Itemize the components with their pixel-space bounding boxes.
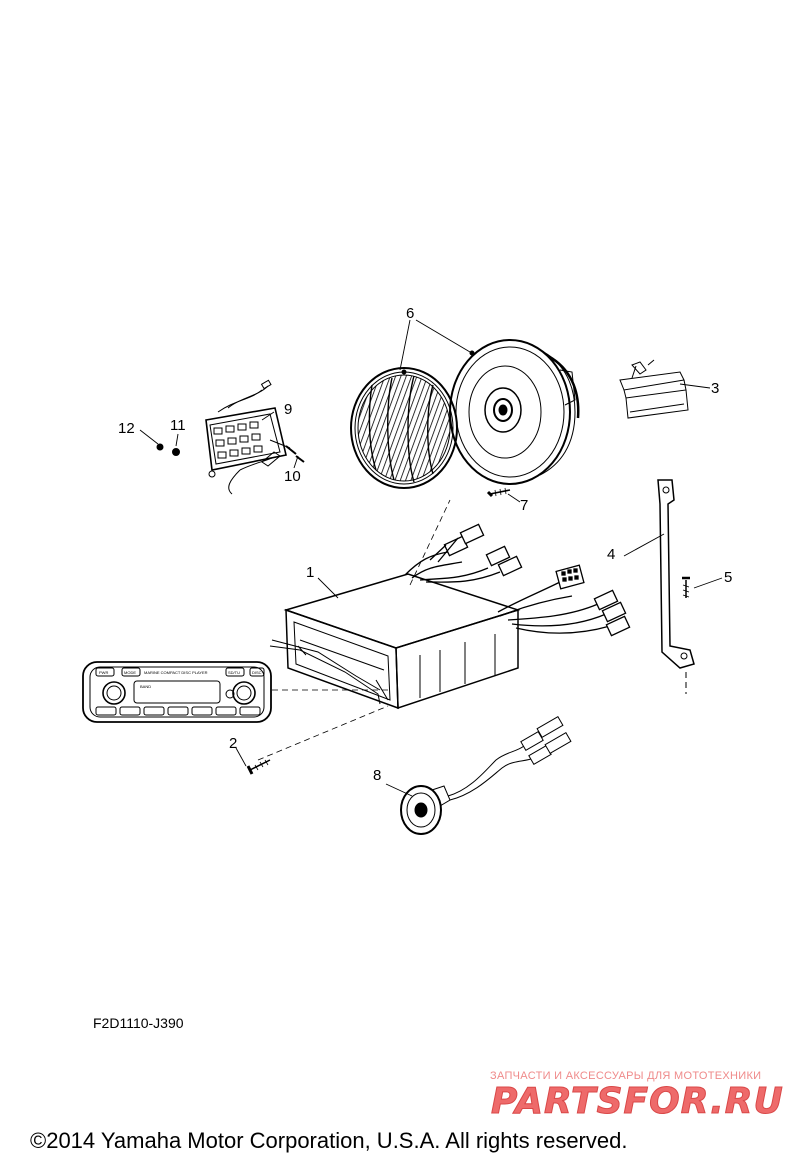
speaker-grille <box>350 367 458 489</box>
button-pwr-label: PWR <box>99 670 108 675</box>
button-disc-label: DISC <box>252 670 262 675</box>
coaxial-speaker <box>449 339 580 485</box>
callout-1: 1 <box>306 564 314 581</box>
screw-7 <box>486 487 511 498</box>
button-sdtu-label: SD/TU <box>228 670 240 675</box>
stay-bracket <box>657 479 695 694</box>
copyright-notice: ©2014 Yamaha Motor Corporation, U.S.A. A… <box>30 1128 628 1153</box>
wire-harness-top <box>404 523 523 583</box>
part-code: F2D1110-J390 <box>93 1015 184 1031</box>
head-unit-faceplate: MARINE COMPACT DISC PLAYER BAND PWR MODE… <box>82 661 272 723</box>
speaker-clip <box>619 359 689 419</box>
callout-3: 3 <box>711 380 719 397</box>
display-text: BAND <box>140 684 151 689</box>
callout-4: 4 <box>607 546 615 563</box>
faceplate-text: MARINE COMPACT DISC PLAYER <box>144 670 208 675</box>
callout-6: 6 <box>406 305 414 322</box>
callout-11: 11 <box>170 417 186 434</box>
leader-lines <box>139 319 723 797</box>
callout-10: 10 <box>284 468 301 485</box>
button-mode-label: MODE <box>124 670 136 675</box>
callout-9: 9 <box>284 401 292 418</box>
screw-2 <box>246 759 271 775</box>
wire-harness-right <box>497 564 631 637</box>
callout-8: 8 <box>373 767 381 784</box>
watermark-tagline: ЗАПЧАСТИ И АКСЕССУАРЫ ДЛЯ МОТОТЕХНИКИ <box>490 1070 762 1082</box>
watermark-logo: PARTSFOR.RU <box>491 1081 784 1123</box>
aux-input-jack <box>400 715 572 835</box>
head-unit-chassis <box>269 573 521 710</box>
callout-7: 7 <box>520 497 528 514</box>
alignment-lines <box>257 499 451 761</box>
callout-5: 5 <box>724 569 732 586</box>
callout-12: 12 <box>118 420 135 437</box>
callout-2: 2 <box>229 735 237 752</box>
remote-control <box>205 379 297 495</box>
screw-5 <box>682 576 690 598</box>
